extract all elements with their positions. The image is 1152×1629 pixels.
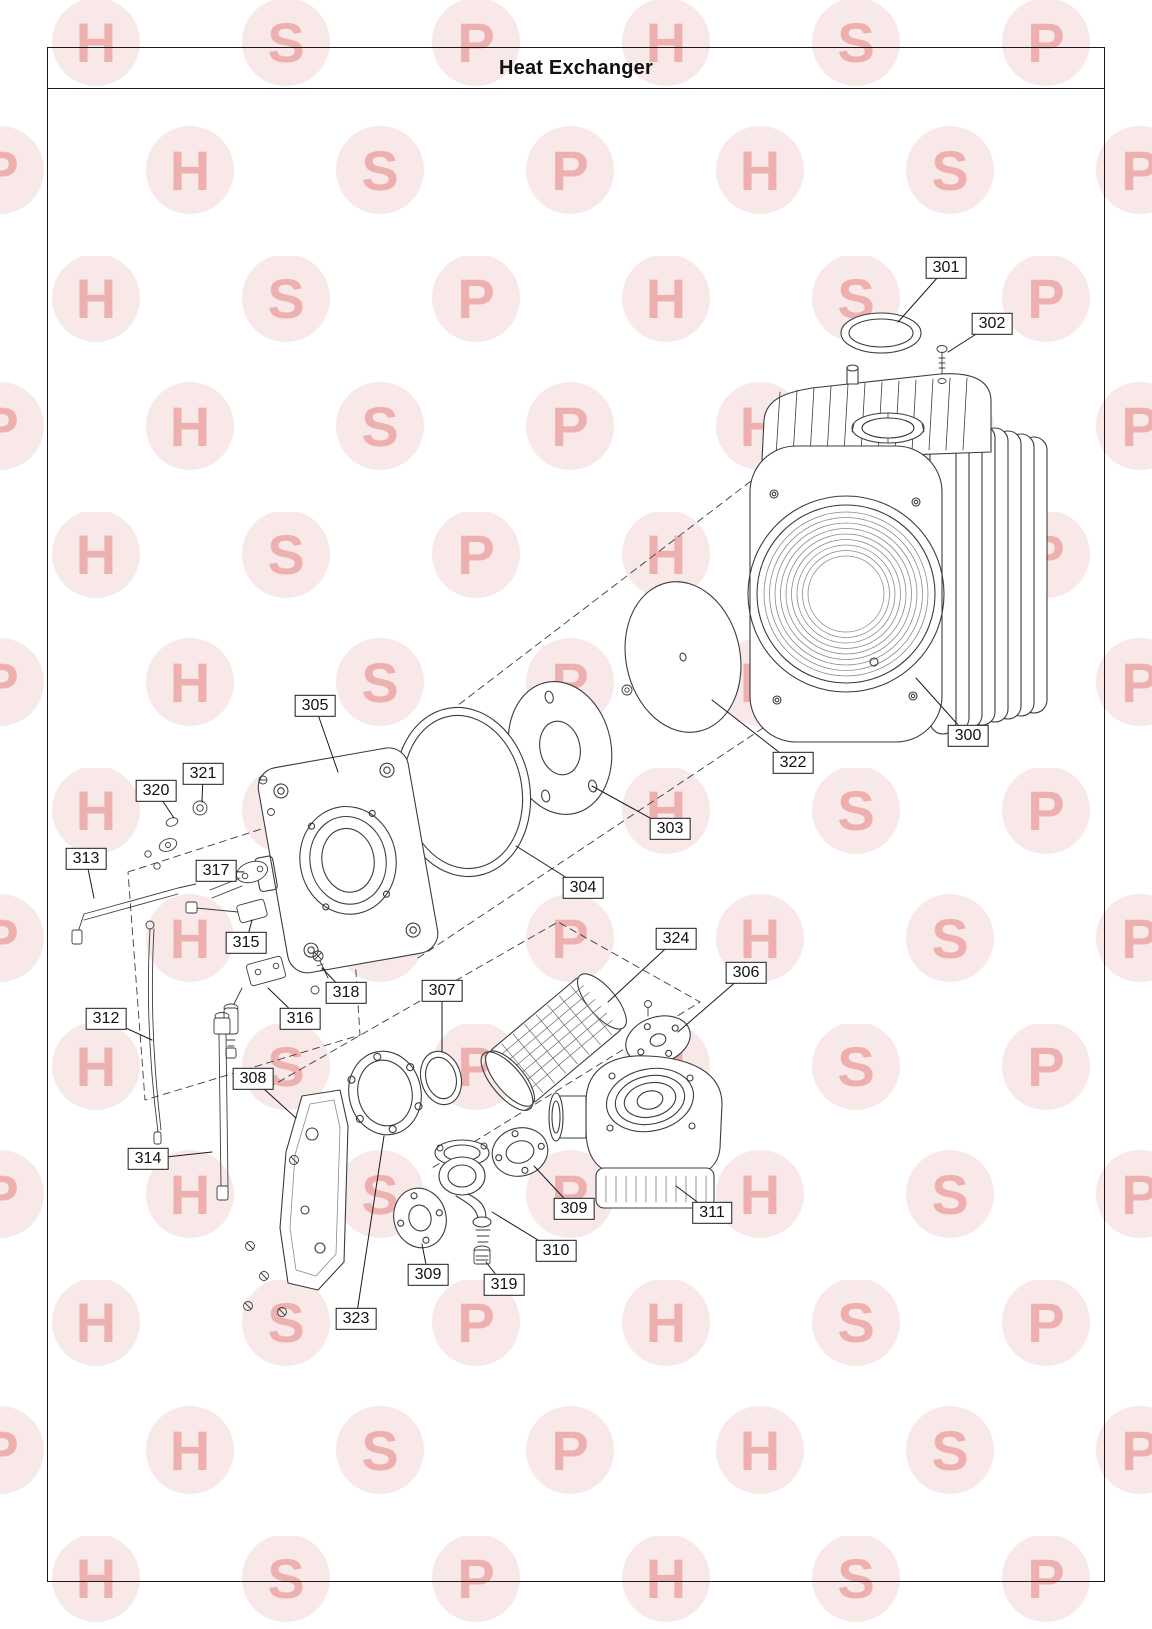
page-title: Heat Exchanger xyxy=(499,56,653,79)
leader-line-303 xyxy=(591,785,671,830)
part-plug-319 xyxy=(473,1245,491,1265)
page-border: Heat Exchanger xyxy=(47,47,1105,1582)
part-electrode-rod xyxy=(213,1012,231,1201)
leader-line-316 xyxy=(267,987,301,1020)
part-insulation-disc-front xyxy=(624,581,742,733)
leader-line-301 xyxy=(897,267,947,323)
part-flue-gasket xyxy=(840,312,922,354)
leader-line-312 xyxy=(105,1018,153,1041)
part-target-plate xyxy=(507,681,613,815)
leader-line-319 xyxy=(485,1261,505,1286)
construction-lines xyxy=(127,467,773,1169)
part-washer-screw-322 xyxy=(621,684,633,696)
part-sensor-probe xyxy=(145,920,162,1145)
leader-line-324 xyxy=(607,938,677,1003)
part-flame-electrode xyxy=(185,898,268,924)
part-ignition-electrode xyxy=(71,883,197,945)
leader-line-309 xyxy=(421,1243,429,1276)
leader-line-313 xyxy=(85,858,95,899)
part-gasket-309-right xyxy=(491,1127,549,1177)
leader-line-323 xyxy=(355,1135,385,1320)
part-burner-tube xyxy=(480,973,627,1111)
leader-line-315 xyxy=(245,919,253,944)
part-heat-exchanger-body xyxy=(747,364,1048,743)
part-bracket-pipe xyxy=(223,955,287,1059)
leader-line-321 xyxy=(201,773,204,803)
leader-line-318 xyxy=(321,967,347,994)
part-stud-318 xyxy=(312,950,329,979)
part-washers-320-321 xyxy=(144,800,208,870)
leader-line-314 xyxy=(147,1151,213,1160)
part-electrode-bracket xyxy=(209,860,268,899)
leader-line-302 xyxy=(947,323,993,353)
part-venturi xyxy=(434,1139,492,1243)
part-burner-flange xyxy=(347,1050,423,1136)
leader-line-320 xyxy=(155,790,175,819)
title-bar: Heat Exchanger xyxy=(48,48,1104,89)
part-burner-gasket xyxy=(419,1050,463,1106)
part-side-panel xyxy=(243,1089,349,1317)
part-gasket-309-left xyxy=(393,1187,447,1249)
part-screw-302 xyxy=(936,345,948,384)
leader-line-309 xyxy=(533,1165,575,1210)
leader-line-308 xyxy=(252,1078,297,1119)
leader-line-310 xyxy=(491,1211,557,1252)
part-fan-flange-plate xyxy=(625,1000,691,1065)
leader-line-304 xyxy=(515,845,584,889)
part-burner-door xyxy=(254,747,439,974)
leader-line-306 xyxy=(677,972,747,1033)
part-fan-assembly xyxy=(548,1055,723,1209)
